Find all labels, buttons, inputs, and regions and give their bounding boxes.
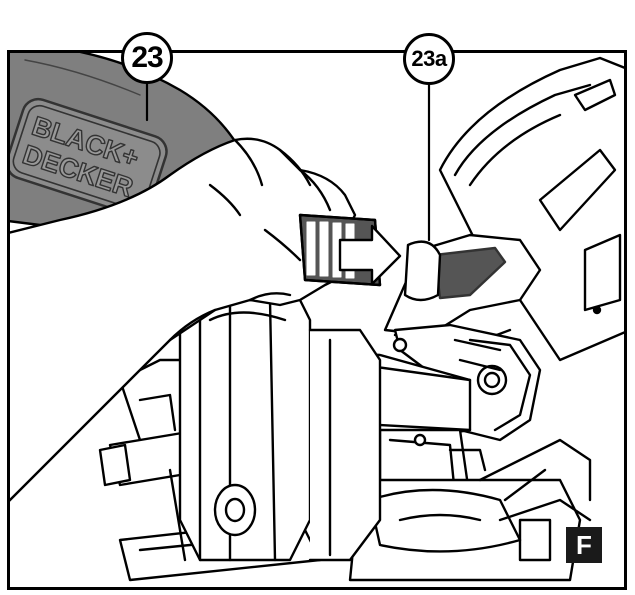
miter-saw: [98, 56, 624, 582]
hand-and-arm: [10, 137, 362, 502]
callout-23a-label: 23a: [411, 46, 447, 71]
insert-direction-arrow: [338, 224, 402, 286]
callout-23-label: 23: [131, 41, 163, 74]
illustration-frame: [7, 50, 627, 590]
callout-23: 23: [121, 32, 173, 84]
callout-23a: 23a: [403, 33, 455, 85]
figure-label: F: [566, 527, 602, 563]
figure-label-text: F: [576, 529, 592, 560]
